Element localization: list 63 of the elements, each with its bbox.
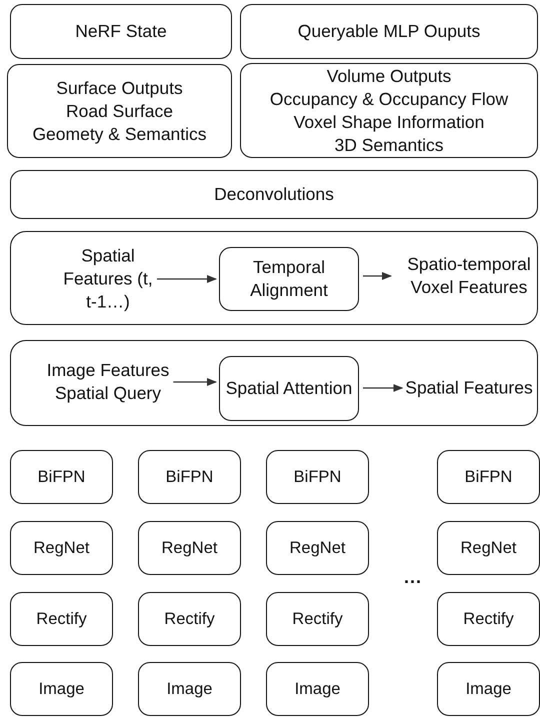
box-label: Rectify bbox=[36, 608, 87, 630]
arrow bbox=[363, 384, 404, 392]
box-label: Image bbox=[294, 678, 340, 700]
box-label: Occupancy & Occupancy Flow bbox=[270, 88, 508, 110]
module-box bbox=[266, 592, 369, 646]
box-label: RegNet bbox=[290, 538, 346, 558]
box-label: Surface Outputs bbox=[56, 76, 183, 100]
text-label: Spatial Query bbox=[54, 382, 162, 405]
text-label: Image Features bbox=[46, 359, 170, 382]
process-box bbox=[240, 63, 538, 158]
box-label: BiFPN bbox=[294, 466, 342, 488]
module-box bbox=[437, 521, 540, 575]
box-label: Image bbox=[466, 678, 512, 700]
process-box bbox=[10, 4, 232, 59]
text-label: Spatio-temporal Voxel Features bbox=[394, 253, 540, 299]
box-label: Image bbox=[38, 678, 84, 700]
module-box bbox=[10, 450, 113, 504]
module-box bbox=[10, 521, 113, 575]
module-box bbox=[437, 592, 540, 646]
box-label: RegNet bbox=[34, 538, 90, 558]
box-label: Volume Outputs bbox=[326, 64, 452, 88]
text-label: Spatial Features bbox=[405, 376, 533, 400]
module-box bbox=[437, 662, 540, 716]
box-label: Temporal Alignment bbox=[249, 256, 329, 302]
module-box bbox=[10, 592, 113, 646]
box-label: Rectify bbox=[292, 608, 343, 630]
module-box bbox=[138, 592, 241, 646]
process-box bbox=[7, 64, 232, 158]
module-box bbox=[266, 662, 369, 716]
text-label: Spatial Features (t, t-1…) bbox=[63, 244, 153, 314]
module-box bbox=[10, 662, 113, 716]
box-label: Road Surface bbox=[66, 100, 173, 122]
module-box bbox=[266, 521, 369, 575]
module-box bbox=[437, 450, 540, 504]
box-label: BiFPN bbox=[464, 466, 512, 488]
box-label: RegNet bbox=[162, 538, 218, 558]
group-panel bbox=[10, 231, 538, 325]
process-box bbox=[10, 170, 538, 219]
module-box bbox=[138, 521, 241, 575]
box-label: 3D Semantics bbox=[334, 134, 444, 156]
arrow bbox=[173, 378, 217, 386]
box-label: BiFPN bbox=[166, 466, 214, 488]
box-label: Voxel Shape Information bbox=[294, 110, 484, 134]
group-panel bbox=[10, 340, 538, 426]
process-box bbox=[240, 4, 538, 59]
box-label: Image bbox=[166, 678, 212, 700]
box-label: Geomety & Semantics bbox=[32, 122, 207, 146]
process-box bbox=[219, 247, 359, 311]
module-box bbox=[138, 662, 241, 716]
box-label: BiFPN bbox=[38, 466, 86, 488]
box-label: NeRF State bbox=[75, 20, 167, 43]
process-box bbox=[219, 356, 359, 421]
module-box bbox=[138, 450, 241, 504]
module-box bbox=[266, 450, 369, 504]
box-label: Deconvolutions bbox=[214, 183, 334, 206]
box-label: Rectify bbox=[463, 608, 514, 630]
arrow bbox=[157, 275, 217, 283]
box-label: Queryable MLP Ouputs bbox=[298, 20, 480, 43]
box-label: RegNet bbox=[460, 538, 516, 558]
ellipsis-label: ... bbox=[404, 567, 422, 588]
box-label: Spatial Attention bbox=[226, 377, 352, 400]
arrow bbox=[363, 272, 392, 280]
box-label: Rectify bbox=[164, 608, 215, 630]
